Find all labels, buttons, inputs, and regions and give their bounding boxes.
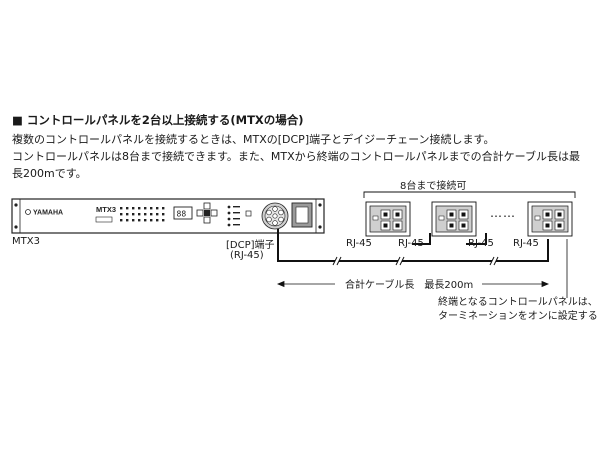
rj45-label-1: RJ-45 <box>346 238 372 249</box>
cable-length-label: 合計ケーブル長 最長200m <box>345 280 474 291</box>
description-line-1: 複数のコントロールパネルを接続するときは、MTXの[DCP]端子とデイジーチェー… <box>12 133 495 146</box>
cable-path <box>277 229 549 262</box>
range-label: 8台まで接続可 <box>400 181 467 192</box>
led-grid <box>120 207 165 222</box>
mtx3-device: YAMAHA MTX3 88 <box>11 198 325 234</box>
display-value: 88 <box>177 210 187 219</box>
description-line-3: 長200mです。 <box>12 167 87 180</box>
id-display: 88 <box>173 206 193 220</box>
ellipsis-dots: …… <box>490 206 516 220</box>
dcp-port[interactable] <box>261 202 289 230</box>
brand-label: YAMAHA <box>33 210 63 217</box>
termination-note-line-1: 終端となるコントロールパネルは、 <box>438 297 598 308</box>
control-panel-1 <box>365 201 411 237</box>
nav-buttons[interactable] <box>196 202 218 224</box>
section-heading: ■ コントロールパネルを2台以上接続する(MTXの場合) <box>12 113 304 127</box>
yamaha-logo-icon <box>25 209 31 215</box>
rj45-label-2: RJ-45 <box>398 238 424 249</box>
rj45-label-3: RJ-45 <box>468 238 494 249</box>
control-panel-2 <box>431 201 477 237</box>
dcp-port-label: [DCP]端子 <box>226 240 275 251</box>
range-bracket <box>363 191 576 198</box>
device-name-label: MTX3 <box>12 236 40 247</box>
status-leds <box>227 205 252 227</box>
dcp-port-type-label: (RJ-45) <box>230 250 264 261</box>
length-dimension <box>276 280 550 288</box>
cable-breaks <box>332 256 499 266</box>
rj45-label-4: RJ-45 <box>513 238 539 249</box>
power-button[interactable] <box>291 202 313 228</box>
control-panel-3 <box>527 201 573 237</box>
termination-note-line-2: ターミネーションをオンに設定する <box>438 311 598 322</box>
description-paragraph: 複数のコントロールパネルを接続するときは、MTXの[DCP]端子とデイジーチェー… <box>12 131 592 182</box>
model-mark: MTX3 <box>96 205 116 214</box>
description-line-2: コントロールパネルは8台まで接続できます。また、MTXから終端のコントロールパネ… <box>12 150 580 163</box>
